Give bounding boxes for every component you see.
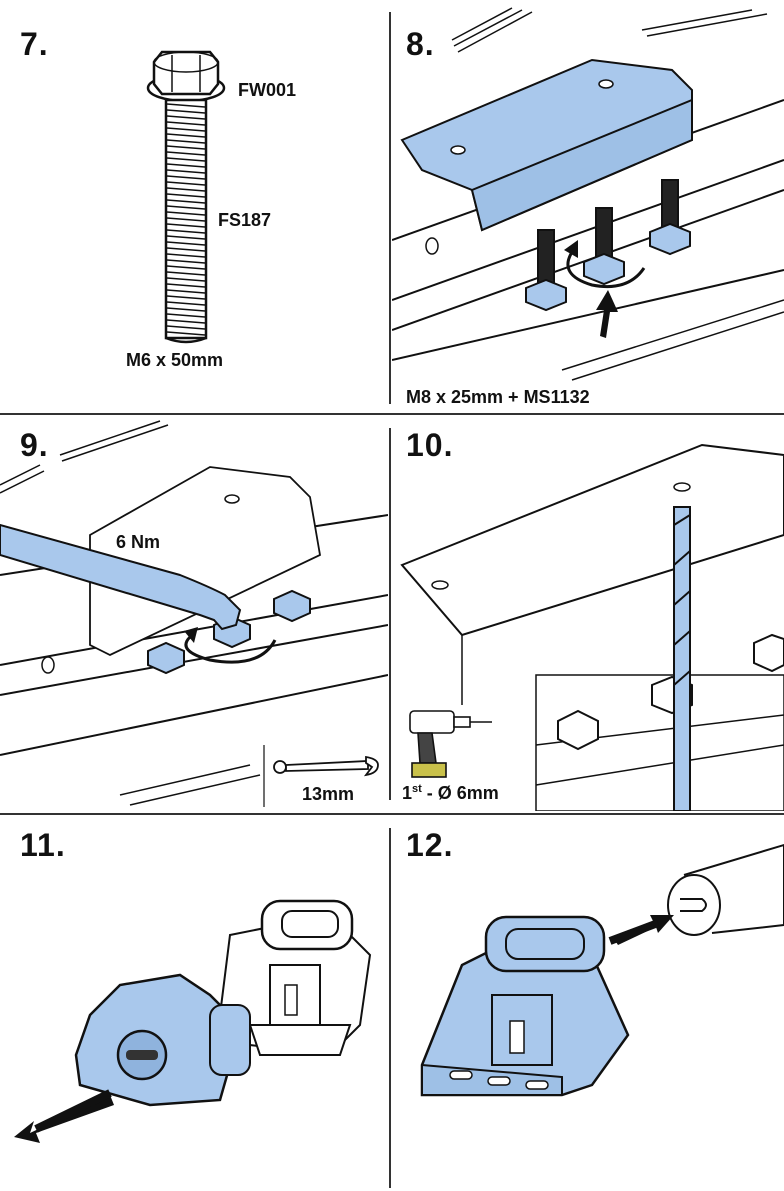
step-number: 10.: [406, 427, 454, 463]
col-divider-1: [389, 12, 391, 404]
step-8-panel: 8. M8 x 25mm + M: [392, 0, 784, 412]
step-number: 9.: [20, 427, 49, 463]
step-number: 12.: [406, 827, 454, 863]
bracket-mount-illustration: [392, 7, 784, 381]
drill-icon: [409, 710, 492, 778]
torque-label: 6 Nm: [116, 532, 161, 552]
step-7-panel: 7. FW001 FS187 M6 x 50mm: [0, 0, 388, 412]
step-11-panel: 11.: [0, 815, 388, 1191]
wrench-icon: [273, 755, 379, 777]
torque-wrench-illustration: [0, 420, 388, 807]
washer-code-label: FW001: [238, 80, 297, 100]
step-10-panel: 10. 1st - Ø 6mm: [392, 415, 784, 811]
attach-bar-illustration: [420, 843, 784, 1097]
col-divider-3: [389, 828, 391, 1188]
step-12-panel: 12.: [392, 815, 784, 1191]
drill-order: 1: [402, 783, 413, 803]
parts-label: M8 x 25mm + MS1132: [406, 387, 590, 407]
remove-cover-illustration: [14, 899, 372, 1143]
row-divider-1: [0, 413, 784, 415]
row-divider-2: [0, 813, 784, 815]
drilling-illustration: [400, 443, 784, 811]
drill-size: - Ø 6mm: [421, 783, 499, 803]
drill-size-label: 1st - Ø 6mm: [402, 783, 499, 804]
step-9-panel: 9. 6 N: [0, 415, 388, 811]
bolt-size-label: M6 x 50mm: [126, 350, 224, 370]
step-number: 11.: [20, 827, 66, 863]
wrench-size-label: 13mm: [302, 784, 355, 804]
step-number: 8.: [406, 26, 435, 62]
step-number: 7.: [20, 26, 49, 62]
drill-order-suffix: st: [412, 783, 422, 795]
bolt-illustration: [146, 50, 226, 344]
screw-code-label: FS187: [218, 210, 272, 230]
col-divider-2: [389, 428, 391, 800]
